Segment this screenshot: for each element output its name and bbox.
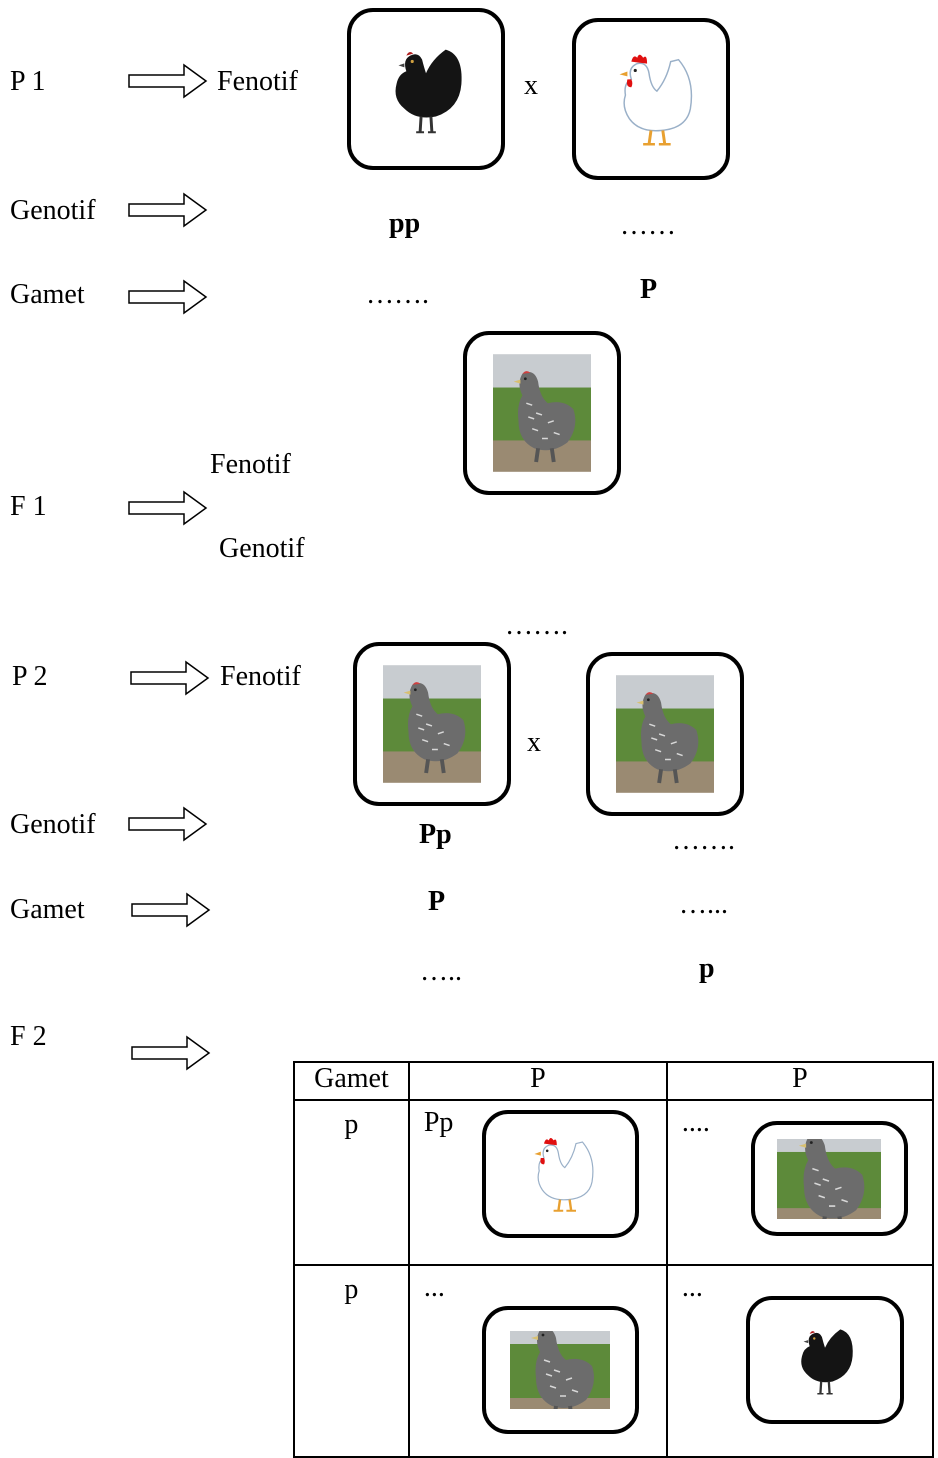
p2-genotype-left: Pp — [419, 819, 452, 850]
punnett-cell-2-1-genotype: ... — [423, 1272, 445, 1303]
p2-genotif-arrow-icon — [128, 806, 208, 842]
punnett-cell-1-1: Pp — [407, 1099, 668, 1266]
p1-gamete-left: ……. — [366, 279, 429, 310]
punnett-square-table: Gamet P P p Pp .... p ... ... — [293, 1061, 935, 1458]
punnett-cell-1-2-frame — [750, 1121, 908, 1236]
f1-label: F 1 — [10, 491, 47, 522]
punnett-row-1-gamete: p — [293, 1099, 410, 1266]
f1-arrow-icon — [128, 490, 208, 526]
f1-genotif-label: Genotif — [219, 533, 305, 564]
punnett-cell-1-1-frame — [481, 1110, 639, 1238]
p2-gamet-label: Gamet — [10, 894, 85, 925]
p1-white-hen-frame — [572, 18, 730, 180]
p1-genotif-label: Genotif — [10, 195, 96, 226]
p2-gamete-right-2: p — [699, 953, 715, 984]
p2-left-hen-frame — [353, 642, 511, 806]
p2-genotif-label: Genotif — [10, 809, 96, 840]
p2-gamete-left-1: P — [428, 886, 446, 917]
p1-genotif-arrow-icon — [128, 192, 208, 228]
p2-cross-symbol: x — [527, 727, 541, 758]
punnett-row-2: p ... ... — [293, 1264, 935, 1458]
punnett-header-row: Gamet P P — [293, 1061, 935, 1101]
punnett-cell-1-2-genotype: .... — [681, 1107, 710, 1138]
f2-label: F 2 — [10, 1021, 47, 1052]
black-hen-icon — [376, 30, 476, 148]
p2-gamete-right-1: …... — [679, 889, 728, 920]
punnett-row-1: p Pp .... — [293, 1099, 935, 1266]
p1-black-hen-frame — [347, 8, 505, 170]
f1-grey-hen-frame — [463, 331, 621, 495]
punnett-header-col-2: P — [665, 1061, 935, 1101]
punnett-header-col-1: P — [407, 1061, 668, 1101]
punnett-cell-2-1: ... — [407, 1264, 668, 1458]
punnett-cell-2-2: ... — [665, 1264, 935, 1458]
punnett-cell-1-1-genotype: Pp — [423, 1107, 454, 1138]
white-hen-icon — [601, 40, 701, 158]
p2-fenotif-arrow-icon — [130, 660, 210, 696]
p1-label: P 1 — [10, 66, 46, 97]
grey-speckled-hen-icon — [383, 662, 481, 786]
p1-gamete-right: P — [640, 274, 658, 305]
p1-gamet-label: Gamet — [10, 279, 85, 310]
grey-speckled-hen-icon — [777, 1139, 881, 1219]
white-hen-icon — [519, 1126, 601, 1222]
p2-right-hen-frame — [586, 652, 744, 816]
p1-genotype-right: …… — [620, 210, 676, 241]
f1-genotype-blank: ……. — [505, 610, 568, 641]
grey-speckled-hen-icon — [510, 1331, 610, 1409]
f1-fenotif-label: Fenotif — [210, 449, 291, 480]
p1-gamet-arrow-icon — [128, 279, 208, 315]
p1-fenotif-label: Fenotif — [217, 66, 298, 97]
grey-speckled-hen-icon — [493, 351, 591, 475]
p2-gamet-arrow-icon — [131, 892, 211, 928]
p2-fenotif-label: Fenotif — [220, 661, 301, 692]
punnett-cell-2-2-genotype: ... — [681, 1272, 703, 1303]
p2-label: P 2 — [12, 661, 48, 692]
punnett-cell-2-1-frame — [481, 1306, 639, 1434]
p1-fenotif-arrow-icon — [128, 63, 208, 99]
p2-gamete-left-2: ….. — [420, 956, 462, 987]
punnett-header-gamet: Gamet — [293, 1061, 410, 1101]
p1-cross-symbol: x — [524, 70, 538, 101]
punnett-row-2-gamete: p — [293, 1264, 410, 1458]
punnett-cell-1-2: .... — [665, 1099, 935, 1266]
black-hen-icon — [786, 1314, 864, 1406]
grey-speckled-hen-icon — [616, 672, 714, 796]
f2-arrow-icon — [131, 1035, 211, 1071]
p2-genotype-right: ……. — [672, 825, 735, 856]
punnett-cell-2-2-frame — [745, 1296, 904, 1424]
p1-genotype-left: pp — [389, 208, 421, 239]
